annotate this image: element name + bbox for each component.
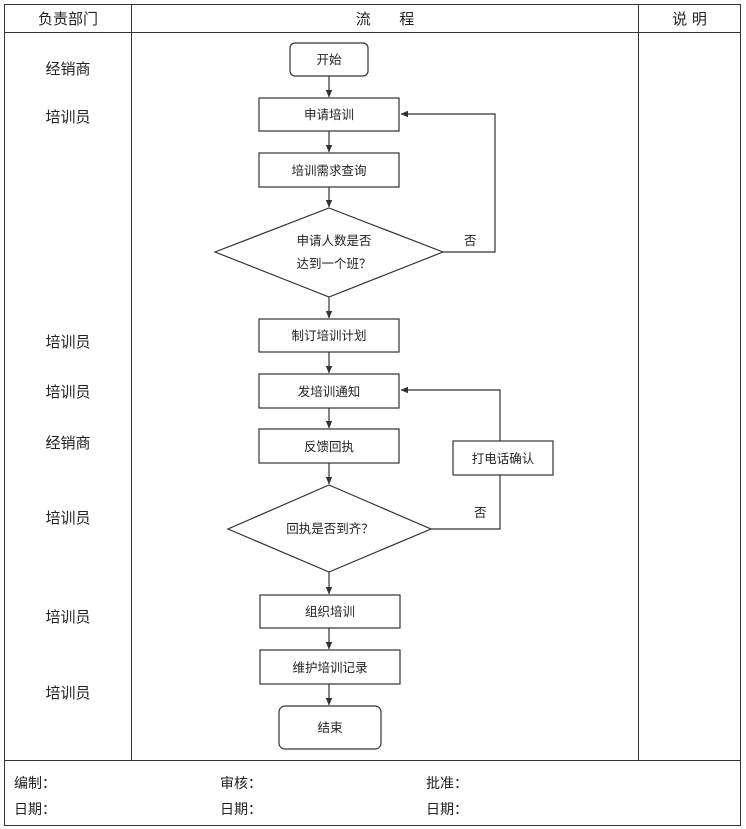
- edge-call-notify: [400, 386, 501, 441]
- dept-trainer-organize: 培训员: [45, 608, 91, 626]
- node-start: [289, 42, 369, 77]
- flowchart-table: [4, 4, 741, 826]
- edge-decision2-no-loop: [431, 475, 501, 530]
- dept-trainer-apply: 培训员: [45, 108, 91, 126]
- node-plan: [258, 318, 400, 353]
- node-query-label: 培训需求查询: [291, 163, 366, 178]
- edge-decision1-no-loop: [400, 110, 496, 253]
- node-call: [452, 440, 554, 476]
- node-decision1-label-line2: 达到一个班？: [296, 256, 371, 271]
- dept-column-divider: [131, 5, 132, 760]
- node-start-label: 开始: [316, 52, 342, 67]
- node-end: [278, 705, 382, 750]
- dept-dealer-feedback: 经销商: [45, 434, 91, 452]
- node-decision1-label-line1: 申请人数是否: [296, 233, 371, 248]
- node-call-label: 打电话确认: [472, 451, 535, 466]
- header-notes: 说 明: [672, 10, 707, 28]
- dept-trainer-record: 培训员: [45, 684, 91, 702]
- header-process: 流 程: [355, 10, 415, 28]
- edge-label-no-1: 否: [464, 233, 477, 248]
- dept-trainer-notify: 培训员: [45, 383, 91, 401]
- node-feedback-label: 反馈回执: [304, 439, 355, 454]
- footer-compiled-label: 编制：: [14, 776, 56, 792]
- footer-divider: [5, 760, 740, 761]
- node-notify: [258, 373, 400, 409]
- node-decision2-label: 回执是否到齐？: [286, 521, 374, 536]
- node-apply: [258, 97, 400, 132]
- footer-approved-label: 批准：: [426, 776, 468, 792]
- header-divider: [5, 32, 740, 33]
- dept-trainer-plan: 培训员: [45, 333, 91, 351]
- node-record-label: 维护培训记录: [292, 660, 367, 675]
- node-organize-label: 组织培训: [305, 604, 355, 619]
- header-department: 负责部门: [37, 10, 98, 28]
- dept-dealer-start: 经销商: [45, 60, 91, 78]
- node-query: [258, 152, 400, 188]
- notes-column-divider: [638, 5, 639, 760]
- node-record: [259, 649, 401, 685]
- node-apply-label: 申请培训: [304, 107, 354, 122]
- edge-label-no-2: 否: [474, 505, 487, 520]
- node-organize: [259, 594, 401, 629]
- node-feedback: [258, 428, 400, 464]
- footer-reviewed-label: 审核：: [220, 776, 262, 792]
- footer-date-label-1: 日期：: [14, 802, 56, 818]
- footer-date-label-2: 日期：: [220, 802, 262, 818]
- node-end-label: 结束: [317, 720, 343, 735]
- node-plan-label: 制订培训计划: [291, 328, 366, 343]
- footer-date-label-3: 日期：: [426, 802, 468, 818]
- node-decision1: [213, 207, 445, 298]
- dept-trainer-check: 培训员: [45, 509, 91, 527]
- node-decision2: [226, 484, 433, 573]
- node-notify-label: 发培训通知: [298, 384, 361, 399]
